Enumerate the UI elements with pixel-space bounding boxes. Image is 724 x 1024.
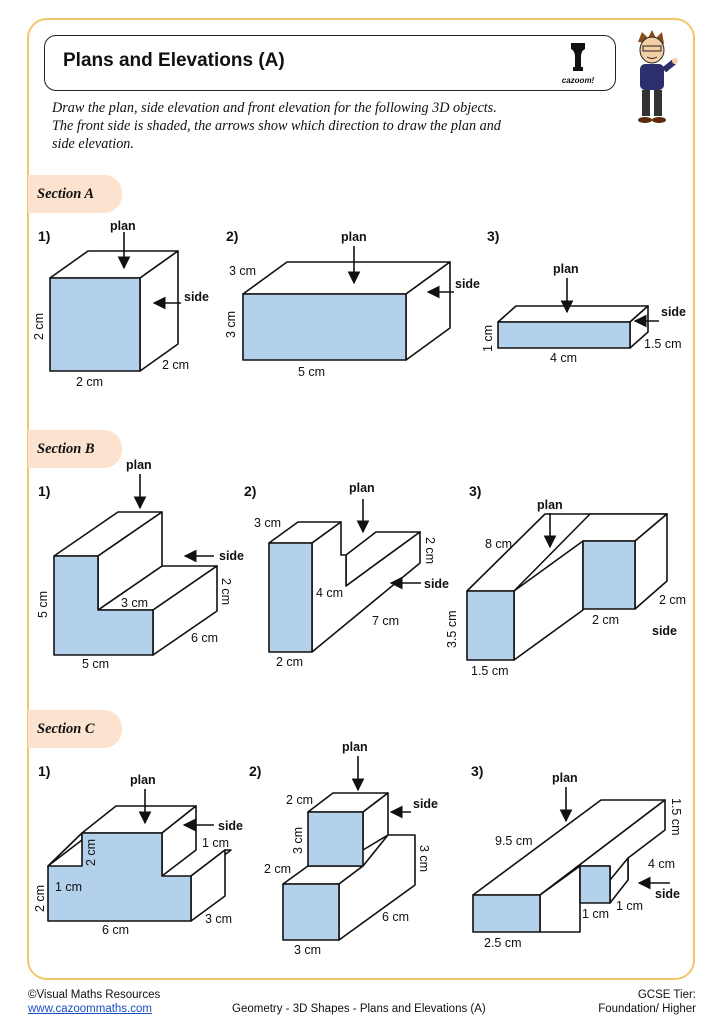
question-number: 2) [249,763,261,779]
dim-label: 1.5 cm [471,664,509,678]
dim-label: 1 cm [481,325,495,352]
shape-a3 [497,305,649,349]
question-number: 1) [38,228,50,244]
dim-label: 2 cm [659,593,686,607]
side-label: side [455,277,480,291]
cazoom-logo: cazoom! [557,41,599,85]
section-b-tab: Section B [28,430,122,468]
dim-label: 2 cm [162,358,189,372]
dim-label: 3 cm [417,845,431,872]
question-number: 2) [226,228,238,244]
instruction-line: The front side is shaded, the arrows sho… [52,118,501,134]
dim-label: 2 cm [423,537,437,564]
dim-label: 6 cm [102,923,129,937]
question-number: 1) [38,763,50,779]
shape-c1 [47,805,232,922]
tier-value: Foundation/ Higher [598,1003,696,1015]
dim-label: 3 cm [254,516,281,530]
plan-label: plan [552,771,578,785]
section-c-tab: Section C [28,710,122,748]
side-label: side [661,305,686,319]
dim-label: 1.5 cm [644,337,682,351]
dim-label: 2 cm [33,885,47,912]
dim-label: 2 cm [219,578,233,605]
question-number: 3) [469,483,481,499]
dim-label: 4 cm [648,857,675,871]
dim-label: 3 cm [294,943,321,957]
dim-label: 3 cm [224,311,238,338]
dim-label: 2.5 cm [484,936,522,950]
page-border [27,18,695,980]
shape-a1 [49,250,179,372]
side-label: side [219,549,244,563]
instructions: Draw the plan, side elevation and front … [52,99,612,153]
dim-label: 3 cm [291,827,305,854]
dim-label: 3 cm [121,596,148,610]
shape-c3 [472,799,666,933]
section-a-tab: Section A [28,175,122,213]
dim-label: 2 cm [286,793,313,807]
plan-label: plan [110,219,136,233]
dim-label: 2 cm [84,839,98,866]
title-box: Plans and Elevations (A) cazoom! [44,35,616,91]
dim-label: 4 cm [316,586,343,600]
footer-left: ©Visual Maths Resources www.cazoommaths.… [28,988,160,1016]
shape-b3 [466,513,668,661]
dim-label: 2 cm [32,313,46,340]
dim-label: 5 cm [298,365,325,379]
side-label: side [652,624,677,638]
plan-label: plan [126,458,152,472]
dim-label: 4 cm [550,351,577,365]
copyright-text: ©Visual Maths Resources [28,989,161,1001]
instruction-line: side elevation. [52,136,134,152]
dim-label: 2 cm [276,655,303,669]
dim-label: 6 cm [191,631,218,645]
dim-label: 3 cm [229,264,256,278]
dim-label: 7 cm [372,614,399,628]
dim-label: 3 cm [205,912,232,926]
plan-label: plan [553,262,579,276]
side-label: side [218,819,243,833]
dim-label: 5 cm [36,591,50,618]
shape-a2 [242,261,451,361]
side-label: side [184,290,209,304]
footer-right: GCSE Tier: Foundation/ Higher [598,988,696,1016]
dim-label: 5 cm [82,657,109,671]
logo-text: cazoom! [561,76,595,85]
tier-label: GCSE Tier: [637,989,696,1001]
shape-b1 [53,511,218,656]
dim-label: 1.5 cm [669,798,683,836]
dim-label: 8 cm [485,537,512,551]
side-label: side [655,887,680,901]
dim-label: 2 cm [592,613,619,627]
dim-label: 1 cm [582,907,609,921]
side-label: side [413,797,438,811]
plan-label: plan [342,740,368,754]
plan-label: plan [130,773,156,787]
dim-label: 6 cm [382,910,409,924]
dim-label: 9.5 cm [495,834,533,848]
dim-label: 1 cm [202,836,229,850]
shape-c2 [282,792,416,941]
dim-label: 2 cm [264,862,291,876]
shape-b2 [268,521,421,653]
side-label: side [424,577,449,591]
plan-label: plan [537,498,563,512]
plan-label: plan [349,481,375,495]
page-title: Plans and Elevations (A) [63,50,285,71]
question-number: 1) [38,483,50,499]
instruction-line: Draw the plan, side elevation and front … [52,100,497,116]
dim-label: 2 cm [76,375,103,389]
question-number: 2) [244,483,256,499]
mascot-image [622,28,682,126]
question-number: 3) [471,763,483,779]
website-link[interactable]: www.cazoommaths.com [28,1003,152,1015]
dim-label: 1 cm [616,899,643,913]
dim-label: 3.5 cm [445,610,459,648]
plan-label: plan [341,230,367,244]
footer-topic: Geometry - 3D Shapes - Plans and Elevati… [232,1003,486,1015]
dim-label: 1 cm [55,880,82,894]
question-number: 3) [487,228,499,244]
